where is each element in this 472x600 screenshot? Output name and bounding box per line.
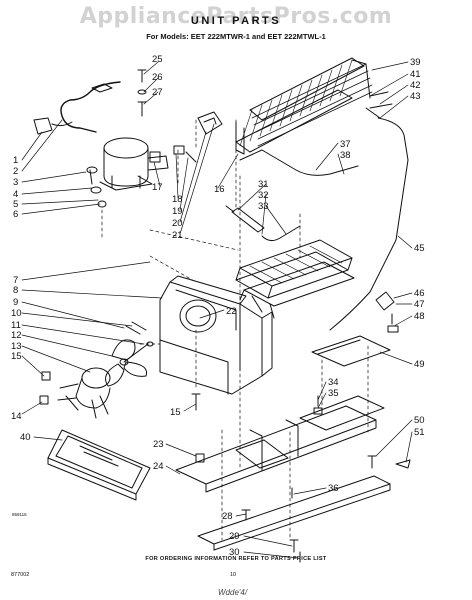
callout-41: 41 <box>410 69 421 80</box>
watermark: AppliancePartsPros.com <box>79 4 393 29</box>
callout-3: 3 <box>13 177 18 188</box>
callout-11: 11 <box>11 320 21 331</box>
callout-51: 51 <box>414 427 425 438</box>
callout-34: 34 <box>328 377 339 388</box>
callout-15: 15 <box>11 351 22 362</box>
power-cord <box>60 81 121 133</box>
evaporator-coil <box>235 239 355 319</box>
document-number: 877002 <box>11 572 30 578</box>
callout-2: 2 <box>13 166 18 177</box>
callout-26: 26 <box>152 72 163 83</box>
fan-motor <box>57 367 111 419</box>
callout-21: 21 <box>172 230 183 241</box>
callout-32: 32 <box>258 190 269 201</box>
callout-50: 50 <box>414 415 425 426</box>
callout-1: 1 <box>13 155 18 166</box>
callout-23: 23 <box>153 439 164 450</box>
callout-47: 47 <box>414 299 425 310</box>
callout-36: 36 <box>328 483 339 494</box>
callout-4: 4 <box>13 189 18 200</box>
callout-18: 18 <box>172 194 183 205</box>
figure-code: 859116 <box>12 512 27 517</box>
model-subtitle: For Models: EET 222MTWR-1 and EET 222MTW… <box>146 32 326 41</box>
callout-24: 24 <box>153 461 164 472</box>
callout-7: 7 <box>13 275 18 286</box>
callout-25: 25 <box>152 54 163 65</box>
callout-16: 16 <box>214 184 225 195</box>
callout-13: 13 <box>11 341 22 352</box>
callout-46: 46 <box>414 288 425 299</box>
callout-5: 5 <box>13 199 18 210</box>
callout-19: 19 <box>172 206 183 217</box>
page-number: 10 <box>230 572 237 578</box>
callout-27: 27 <box>152 87 163 98</box>
fan-bracket <box>159 275 273 395</box>
condenser-coil <box>235 57 373 155</box>
base-frame <box>175 395 385 493</box>
callout-39: 39 <box>410 57 421 68</box>
callout-43: 43 <box>410 91 421 102</box>
callout-14: 14 <box>11 411 22 422</box>
callout-30: 30 <box>229 547 240 558</box>
fan-blade <box>105 339 149 387</box>
callout-10: 10 <box>11 308 22 319</box>
page-title: UNIT PARTS <box>190 15 282 27</box>
callout-45: 45 <box>414 243 425 254</box>
callout-28: 28 <box>222 511 233 522</box>
callout-17: 17 <box>152 182 163 193</box>
handwritten-signature: Wdde'4/ <box>218 588 248 597</box>
callout-40: 40 <box>20 432 31 443</box>
callout-29: 29 <box>229 531 240 542</box>
callout-31: 31 <box>258 179 269 190</box>
callout-37: 37 <box>340 139 351 150</box>
callout-9: 9 <box>13 297 18 308</box>
callout-20: 20 <box>172 218 183 229</box>
callout-33: 33 <box>258 201 269 212</box>
callout-22: 22 <box>226 306 237 317</box>
condenser-tube <box>329 117 409 331</box>
compressor <box>99 137 169 191</box>
callout-38: 38 <box>340 150 351 161</box>
ordering-note: FOR ORDERING INFORMATION REFER TO PARTS … <box>145 556 327 562</box>
callout-15b: 15 <box>170 407 181 418</box>
callout-6: 6 <box>13 209 18 220</box>
callout-35: 35 <box>328 388 339 399</box>
callout-49: 49 <box>414 359 425 370</box>
lower-rail <box>197 475 391 545</box>
callout-48: 48 <box>414 311 425 322</box>
callout-42: 42 <box>410 80 421 91</box>
callout-8: 8 <box>13 285 18 296</box>
drain-pan <box>47 429 151 501</box>
callout-12: 12 <box>11 330 22 341</box>
